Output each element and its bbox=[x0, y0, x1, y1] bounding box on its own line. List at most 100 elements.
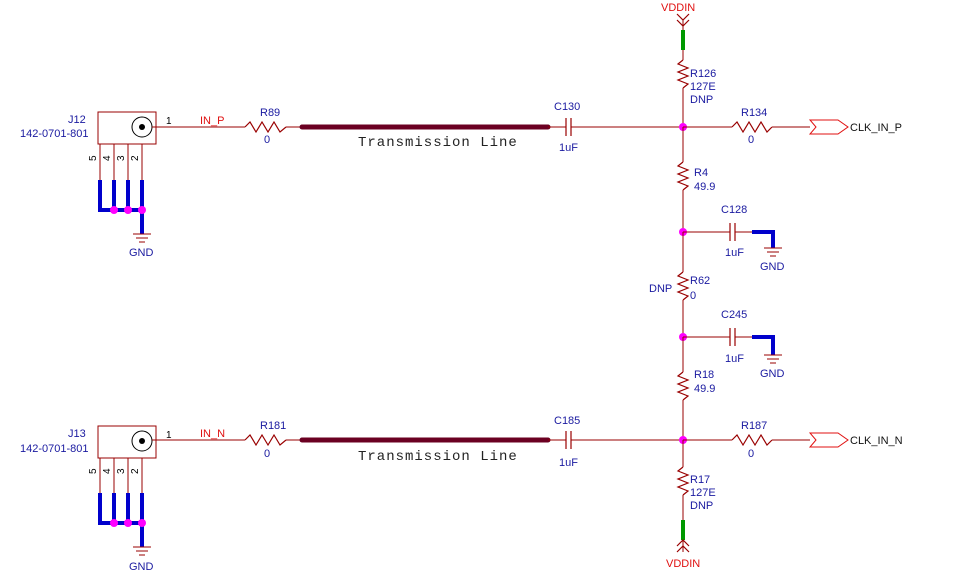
j12-coax-center bbox=[139, 124, 145, 130]
j12-ref: J12 bbox=[68, 114, 86, 126]
r126: R126 127E DNP bbox=[676, 50, 716, 127]
j13-coax-outer bbox=[131, 430, 153, 452]
net-in-n: IN_N bbox=[200, 428, 225, 440]
j12-pin5: 5 bbox=[88, 155, 99, 161]
j13-part: 142-0701-801 bbox=[20, 443, 89, 455]
clk-in-p-label: CLK_IN_P bbox=[850, 122, 902, 134]
junction-dot bbox=[138, 206, 146, 214]
r4-value: 49.9 bbox=[694, 181, 715, 193]
r17-note: DNP bbox=[690, 500, 713, 512]
j12-body bbox=[97, 111, 157, 145]
vddin-top-symbol: VDDIN bbox=[661, 2, 695, 50]
j13-ref: J13 bbox=[68, 428, 86, 440]
j13-pin3: 3 bbox=[116, 468, 127, 474]
junction-dot bbox=[124, 206, 132, 214]
transmission-line-n: Transmission Line bbox=[299, 437, 551, 465]
r4-body bbox=[676, 161, 690, 191]
r181-body bbox=[244, 433, 287, 447]
r187: R187 0 bbox=[683, 420, 810, 460]
r181: R181 0 bbox=[244, 420, 302, 460]
c185: C185 1uF bbox=[548, 415, 683, 469]
junction-dot bbox=[124, 519, 132, 527]
c185-ref: C185 bbox=[554, 415, 580, 427]
c128-value: 1uF bbox=[725, 247, 744, 259]
r62-value: 0 bbox=[690, 290, 696, 302]
junction-dot bbox=[138, 519, 146, 527]
r126-value: 127E bbox=[690, 81, 716, 93]
r187-value: 0 bbox=[748, 448, 754, 460]
j13-pin2: 2 bbox=[130, 468, 141, 474]
r89-body bbox=[244, 120, 287, 134]
c130-ref: C130 bbox=[554, 101, 580, 113]
r62-ref: R62 bbox=[690, 275, 710, 287]
junction-dot bbox=[110, 206, 118, 214]
vddin-top-label: VDDIN bbox=[661, 2, 695, 14]
vddin-top-arrow bbox=[676, 13, 690, 21]
r18-ref: R18 bbox=[694, 369, 714, 381]
output-port-clk-in-n: CLK_IN_N bbox=[808, 432, 903, 448]
vddin-bottom-arrow-2 bbox=[676, 539, 690, 547]
connector-j12: J12 142-0701-801 1 IN_P 5 4 3 2 GND bbox=[20, 111, 245, 259]
c245-ground-trace bbox=[752, 335, 775, 355]
clk-in-n-port-shape bbox=[808, 432, 849, 448]
r134: R134 0 bbox=[683, 107, 810, 146]
j12-pin4: 4 bbox=[102, 155, 113, 161]
c130-value: 1uF bbox=[559, 142, 578, 154]
r89-ref: R89 bbox=[260, 107, 280, 119]
r181-ref: R181 bbox=[260, 420, 286, 432]
c130: C130 1uF bbox=[548, 101, 683, 154]
transmission-line-p: Transmission Line bbox=[299, 124, 551, 151]
r134-body bbox=[731, 120, 773, 134]
r62: R62 0 DNP bbox=[649, 232, 710, 337]
r187-body bbox=[731, 433, 773, 447]
r18-body bbox=[676, 371, 690, 401]
c128-ground-trace bbox=[752, 230, 775, 248]
transmission-line-p-label: Transmission Line bbox=[358, 135, 518, 151]
clk-in-n-label: CLK_IN_N bbox=[850, 435, 903, 447]
j12-ground-bus bbox=[98, 180, 144, 212]
j12-gnd-label: GND bbox=[129, 247, 154, 259]
j12-pin3: 3 bbox=[116, 155, 127, 161]
r17-body bbox=[676, 466, 690, 496]
c245: C245 1uF GND bbox=[683, 309, 785, 380]
r126-note: DNP bbox=[690, 94, 713, 106]
junction-dot bbox=[110, 519, 118, 527]
j12-part: 142-0701-801 bbox=[20, 128, 89, 140]
c245-gnd-label: GND bbox=[760, 368, 785, 380]
vddin-bottom-arrow bbox=[676, 545, 690, 553]
output-port-clk-in-p: CLK_IN_P bbox=[808, 119, 902, 135]
c128-ref: C128 bbox=[721, 204, 747, 216]
r181-value: 0 bbox=[264, 448, 270, 460]
j13-ground-bus bbox=[98, 493, 144, 525]
r62-note: DNP bbox=[649, 283, 672, 295]
r4-ref: R4 bbox=[694, 167, 708, 179]
c245-value: 1uF bbox=[725, 353, 744, 365]
r126-ref: R126 bbox=[690, 68, 716, 80]
vddin-bottom-label: VDDIN bbox=[666, 558, 700, 570]
c245-ref: C245 bbox=[721, 309, 747, 321]
j12-pin1: 1 bbox=[166, 116, 172, 127]
connector-j13: J13 142-0701-801 1 IN_N 5 4 3 2 GND bbox=[20, 425, 245, 573]
j13-gnd-label: GND bbox=[129, 561, 154, 573]
r89-value: 0 bbox=[264, 134, 270, 146]
j13-pin1: 1 bbox=[166, 430, 172, 441]
r187-ref: R187 bbox=[741, 420, 767, 432]
r17-value: 127E bbox=[690, 487, 716, 499]
j13-coax-center bbox=[139, 438, 145, 444]
r134-value: 0 bbox=[748, 134, 754, 146]
c128: C128 1uF GND bbox=[683, 204, 785, 273]
net-in-p: IN_P bbox=[200, 115, 224, 127]
clk-in-p-port-shape bbox=[808, 119, 849, 135]
r62-body bbox=[676, 271, 690, 301]
r89: R89 0 bbox=[244, 107, 302, 146]
r126-body bbox=[676, 59, 690, 89]
j12-pin2: 2 bbox=[130, 155, 141, 161]
r18: R18 49.9 bbox=[676, 337, 715, 440]
r17: R17 127E DNP bbox=[676, 440, 716, 520]
j13-body bbox=[97, 425, 157, 459]
vddin-bottom-symbol: VDDIN bbox=[666, 520, 700, 570]
j13-pin4: 4 bbox=[102, 468, 113, 474]
r134-ref: R134 bbox=[741, 107, 767, 119]
r17-ref: R17 bbox=[690, 474, 710, 486]
